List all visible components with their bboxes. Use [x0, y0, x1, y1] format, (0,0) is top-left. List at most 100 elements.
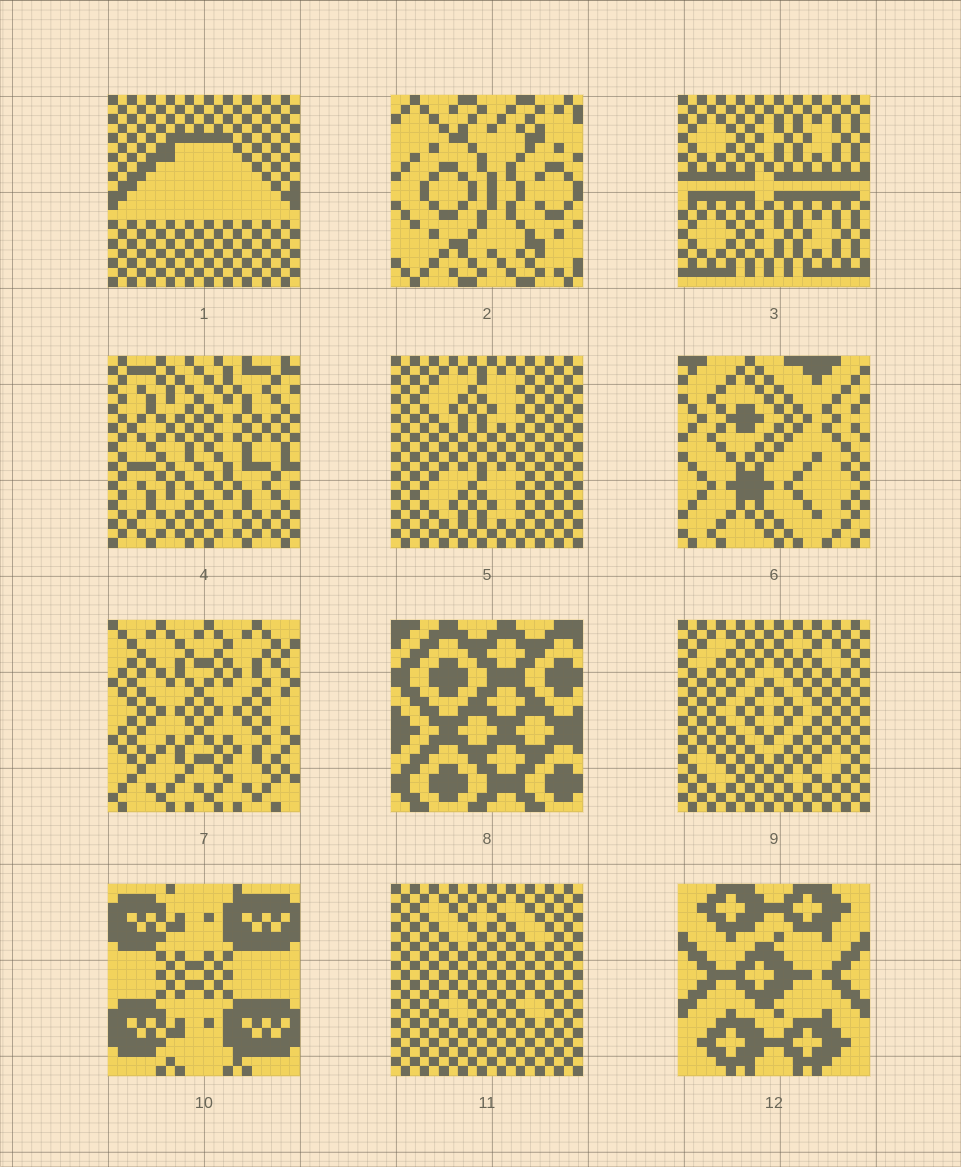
pattern-cell: [410, 706, 420, 716]
pattern-cell: [764, 668, 774, 678]
pattern-cell: [439, 258, 449, 268]
pattern-cell: [401, 630, 411, 640]
pattern-cell: [707, 1028, 717, 1038]
pattern-cell: [736, 951, 746, 961]
pattern-cell: [242, 462, 252, 472]
pattern-cell: [429, 442, 439, 452]
pattern-cell: [242, 423, 252, 433]
pattern-cell: [410, 452, 420, 462]
pattern-cell: [468, 162, 478, 172]
pattern-cell: [535, 423, 545, 433]
pattern-cell: [487, 258, 497, 268]
pattern-cell: [697, 481, 707, 491]
pattern-cell: [420, 999, 430, 1009]
pattern-cell: [736, 191, 746, 201]
pattern-cell: [832, 716, 842, 726]
pattern-cell: [525, 1047, 535, 1057]
pattern-cell: [784, 630, 794, 640]
pattern-cell: [688, 1066, 698, 1076]
pattern-cell: [545, 630, 555, 640]
pattern-cell: [166, 414, 176, 424]
pattern-cell: [118, 913, 128, 923]
pattern-cell: [564, 394, 574, 404]
pattern-cell: [401, 1018, 411, 1028]
pattern-cell: [851, 277, 861, 287]
pattern-cell: [429, 258, 439, 268]
pattern-cell: [506, 1028, 516, 1038]
pattern-cell: [793, 658, 803, 668]
pattern-cell: [535, 162, 545, 172]
pattern-cell: [516, 951, 526, 961]
pattern-cell: [573, 1066, 583, 1076]
pattern-cell: [573, 932, 583, 942]
pattern-cell: [841, 538, 851, 548]
pattern-cell: [401, 529, 411, 539]
pattern-cell: [774, 687, 784, 697]
pattern-cell: [391, 404, 401, 414]
pattern-cell: [214, 1028, 224, 1038]
pattern-cell: [146, 210, 156, 220]
pattern-cell: [764, 375, 774, 385]
pattern-cell: [497, 793, 507, 803]
pattern-cell: [204, 95, 214, 105]
pattern-cell: [822, 191, 832, 201]
pattern-cell: [755, 922, 765, 932]
pattern-cell: [439, 153, 449, 163]
pattern-cell: [554, 1066, 564, 1076]
pattern-cell: [252, 687, 262, 697]
pattern-cell: [175, 961, 185, 971]
pattern-cell: [736, 471, 746, 481]
pattern-cell: [506, 220, 516, 230]
pattern-cell: [851, 220, 861, 230]
pattern-cell: [223, 366, 233, 376]
pattern-cell: [860, 726, 870, 736]
pattern-cell: [832, 277, 842, 287]
pattern-cell: [851, 95, 861, 105]
pattern-cell: [554, 423, 564, 433]
pattern-cell: [832, 793, 842, 803]
pattern-cell: [108, 510, 118, 520]
pattern-cell: [401, 404, 411, 414]
pattern-cell: [458, 884, 468, 894]
pattern-cell: [803, 1057, 813, 1067]
pattern-cell: [458, 802, 468, 812]
pattern-cell: [420, 630, 430, 640]
pattern-cell: [429, 990, 439, 1000]
pattern-cell: [535, 687, 545, 697]
pattern-cell: [429, 1018, 439, 1028]
pattern-cell: [252, 375, 262, 385]
pattern-cell: [271, 481, 281, 491]
pattern-cell: [564, 258, 574, 268]
pattern-cell: [146, 726, 156, 736]
pattern-cell: [803, 500, 813, 510]
pattern-cell: [290, 894, 300, 904]
pattern-cell: [564, 922, 574, 932]
pattern-cell: [745, 471, 755, 481]
pattern-cell: [832, 181, 842, 191]
pattern-cell: [697, 191, 707, 201]
pattern-cell: [554, 471, 564, 481]
pattern-cell: [784, 124, 794, 134]
pattern-cell: [793, 258, 803, 268]
pattern-cell: [262, 433, 272, 443]
pattern-cell: [736, 258, 746, 268]
pattern-cell: [832, 529, 842, 539]
pattern-cell: [214, 529, 224, 539]
pattern-cell: [697, 802, 707, 812]
pattern-cell: [108, 133, 118, 143]
pattern-cell: [832, 1038, 842, 1048]
pattern-cell: [262, 95, 272, 105]
pattern-cell: [573, 375, 583, 385]
pattern-cell: [860, 1057, 870, 1067]
pattern-cell: [487, 356, 497, 366]
pattern-cell: [812, 1047, 822, 1057]
pattern-cell: [439, 181, 449, 191]
pattern-cell: [745, 356, 755, 366]
pattern-cell: [449, 133, 459, 143]
pattern-cell: [262, 500, 272, 510]
pattern-cell: [281, 529, 291, 539]
pattern-cell: [468, 210, 478, 220]
pattern-cell: [185, 668, 195, 678]
pattern-cell: [439, 706, 449, 716]
pattern-cell: [449, 471, 459, 481]
